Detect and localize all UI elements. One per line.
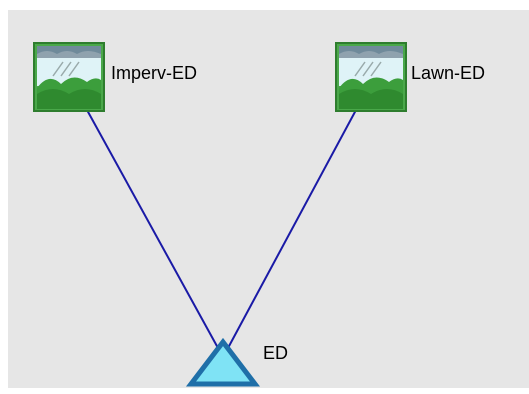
subcatchment-icon (33, 42, 105, 112)
link-imperv-to-outfall[interactable] (86, 109, 219, 349)
link-lawn-to-outfall[interactable] (227, 109, 357, 349)
outfall-triangle-icon (185, 337, 261, 387)
subcatchment-label: Imperv-ED (111, 63, 198, 83)
subcatchment-label: Lawn-ED (411, 63, 486, 83)
subcatchment-icon (335, 42, 407, 112)
outfall-label: ED (263, 343, 289, 363)
